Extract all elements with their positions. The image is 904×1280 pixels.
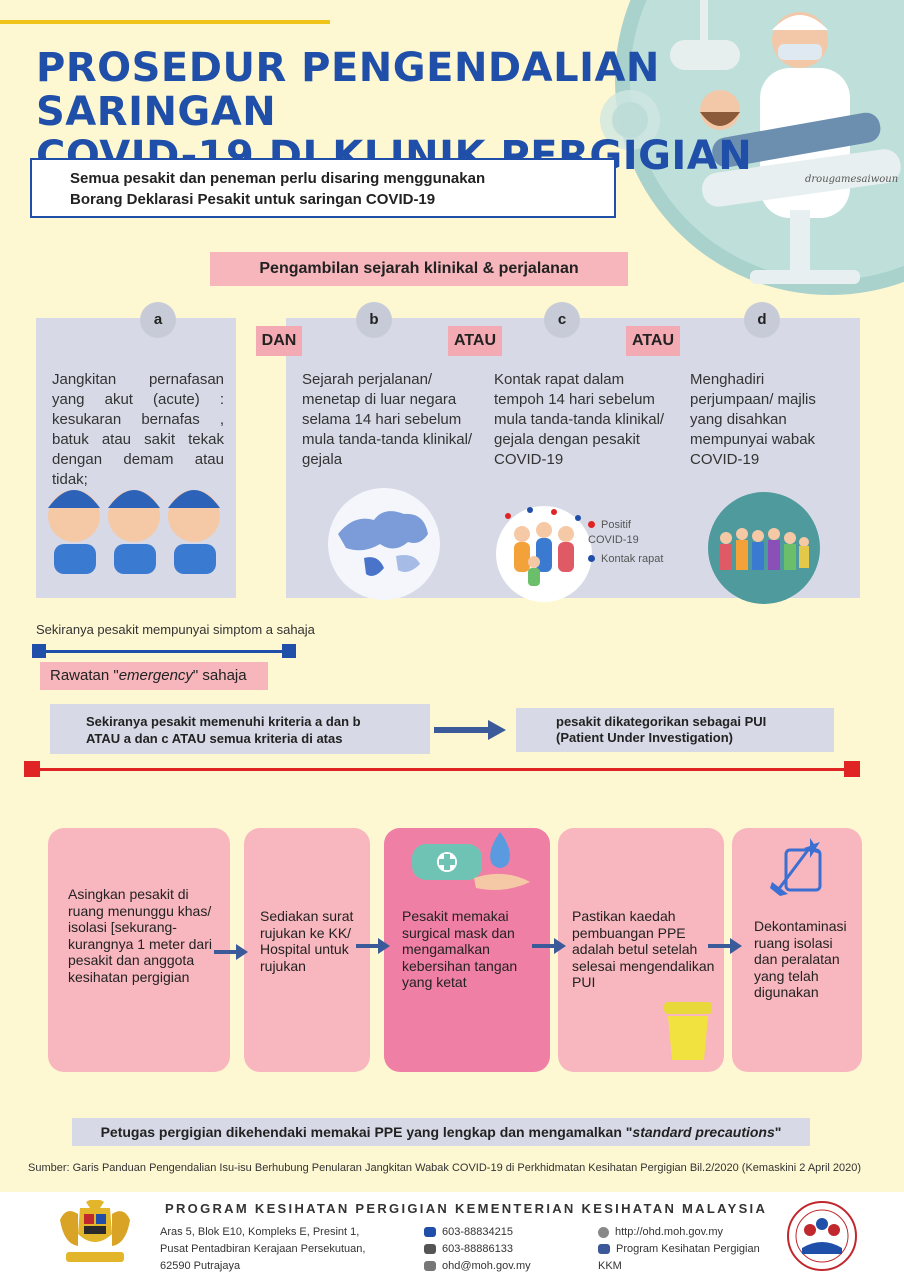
criteria-condition-box: Sekiranya pesakit memenuhi kriteria a da… <box>50 704 430 754</box>
facebook-name-line-1[interactable]: Program Kesihatan Pergigian <box>616 1243 760 1255</box>
connector-dan: DAN <box>256 326 302 356</box>
crowd-gathering-icon <box>708 492 820 604</box>
step-mask-text: Pesakit memakai surgical mask dan mengam… <box>402 908 518 990</box>
footer-email[interactable]: ohd@moh.gov.my <box>424 1258 531 1275</box>
step-referral-text: Sediakan surat rujukan ke KK/ Hospital u… <box>260 908 354 974</box>
footer <box>0 1192 904 1280</box>
history-label: Pengambilan sejarah klinikal & perjalana… <box>210 252 628 286</box>
malaysia-coat-of-arms-logo <box>60 1200 130 1262</box>
criteria-text-b: Sejarah perjalanan/ menetap di luar nega… <box>302 371 473 468</box>
step-arrow-4-icon <box>708 938 742 954</box>
pui-box: pesakit dikategorikan sebagai PUI (Patie… <box>516 708 834 752</box>
step-isolate-text: Asingkan pesakit di ruang menunggu khas/… <box>68 886 212 985</box>
intro-line-2: Borang Deklarasi Pesakit untuk saringan … <box>70 191 436 208</box>
arrow-right-icon <box>434 720 506 740</box>
legend-positive: Positif COVID-19 <box>588 518 668 548</box>
red-line-end-right <box>844 761 860 777</box>
header-accent-line <box>0 20 330 24</box>
step-referral: Sediakan surat rujukan ke KK/ Hospital u… <box>244 828 370 1072</box>
emergency-note: Rawatan "emergency" sahaja <box>40 662 268 690</box>
ppe-note: Petugas pergigian dikehendaki memakai PP… <box>72 1118 810 1146</box>
step-arrow-1-icon <box>214 944 248 960</box>
footer-address: Aras 5, Blok E10, Kompleks E, Presint 1,… <box>160 1224 365 1275</box>
criteria-card-d: Menghadiri perjumpaan/ majlis yang disah… <box>674 318 860 604</box>
mask-handwash-icon <box>412 832 530 890</box>
criteria-letter-d: d <box>744 302 780 338</box>
step-decontaminate: Dekontaminasi ruang isolasi dan peralata… <box>732 828 862 1072</box>
globe-icon <box>328 488 440 600</box>
phone-number: 603-88834215 <box>442 1226 513 1238</box>
address-line-1: Aras 5, Blok E10, Kompleks E, Presint 1, <box>160 1226 360 1238</box>
dental-clinic-illustration: drougamesaiwoun <box>600 0 904 300</box>
emergency-prefix: Rawatan " <box>50 667 119 684</box>
legend-positive-label: Positif COVID-19 <box>588 519 639 546</box>
legend-contact-label: Kontak rapat <box>601 553 664 565</box>
legend-contact: Kontak rapat <box>588 552 668 567</box>
cleaning-broom-icon <box>770 838 822 896</box>
step-ppe-disposal-text: Pastikan kaedah pembuangan PPE adalah be… <box>572 908 715 990</box>
criteria-letter-a: a <box>140 302 176 338</box>
website-url[interactable]: http://ohd.moh.gov.my <box>615 1226 724 1238</box>
sick-children-icon <box>48 490 220 574</box>
dental-program-logo <box>787 1201 857 1271</box>
pui-line-2: (Patient Under Investigation) <box>556 730 733 745</box>
step-mask: Pesakit memakai surgical mask dan mengam… <box>384 828 550 1072</box>
artist-signature: drougamesaiwoun <box>805 174 899 185</box>
address-line-2: Pusat Pentadbiran Kerajaan Persekutuan, <box>160 1243 366 1255</box>
criteria-text-c: Kontak rapat dalam tempoh 14 hari sebelu… <box>494 371 665 468</box>
ppe-note-emphasis: standard precautions <box>632 1124 775 1140</box>
step-decontaminate-text: Dekontaminasi ruang isolasi dan peralata… <box>754 918 847 1000</box>
step-isolate: Asingkan pesakit di ruang menunggu khas/… <box>48 828 230 1072</box>
ppe-note-suffix: " <box>774 1124 782 1140</box>
criteria-letter-c: c <box>544 302 580 338</box>
ppe-note-prefix: Petugas pergigian dikehendaki memakai PP… <box>100 1124 633 1140</box>
email-address[interactable]: ohd@moh.gov.my <box>442 1260 531 1272</box>
email-icon <box>424 1261 436 1272</box>
footer-facebook[interactable]: Program Kesihatan Pergigian KKM <box>598 1241 760 1275</box>
step-arrow-3-icon <box>532 938 566 954</box>
footer-phone: 603-88834215 <box>424 1224 513 1241</box>
pui-line-1: pesakit dikategorikan sebagai PUI <box>556 714 767 729</box>
trash-bin-icon <box>664 1002 712 1060</box>
symptom-note: Sekiranya pesakit mempunyai simptom a sa… <box>36 622 315 637</box>
step-ppe-disposal: Pastikan kaedah pembuangan PPE adalah be… <box>558 828 724 1072</box>
criteria-card-c: Kontak rapat dalam tempoh 14 hari sebelu… <box>478 318 678 602</box>
emergency-suffix: " sahaja <box>192 667 247 684</box>
blue-divider-line <box>38 650 290 653</box>
screening-intro-box: Semua pesakit dan peneman perlu disaring… <box>30 158 616 218</box>
source-citation: Sumber: Garis Panduan Pengendalian Isu-i… <box>28 1162 862 1174</box>
address-line-3: 62590 Putrajaya <box>160 1260 241 1272</box>
emergency-emphasis: emergency <box>118 667 193 684</box>
blue-dot-icon <box>588 555 595 562</box>
criteria-card-a: Jangkitan pernafasan yang akut (acute) :… <box>36 318 236 598</box>
intro-line-1: Semua pesakit dan peneman perlu disaring… <box>70 170 486 187</box>
connector-atau-2: ATAU <box>626 326 680 356</box>
footer-fax: 603-88886133 <box>424 1241 513 1258</box>
criteria-letter-b: b <box>356 302 392 338</box>
footer-organization: PROGRAM KESIHATAN PERGIGIAN KEMENTERIAN … <box>165 1201 768 1216</box>
globe-link-icon <box>598 1226 609 1238</box>
blue-line-end-left <box>32 644 46 658</box>
close-contact-family-icon <box>496 506 592 602</box>
red-dot-icon <box>588 521 595 528</box>
blue-line-end-right <box>282 644 296 658</box>
criteria-text-a: Jangkitan pernafasan yang akut (acute) :… <box>52 371 224 488</box>
facebook-icon <box>598 1244 610 1255</box>
fax-number: 603-88886133 <box>442 1243 513 1255</box>
criteria-condition-line-1: Sekiranya pesakit memenuhi kriteria a da… <box>86 714 361 729</box>
footer-website[interactable]: http://ohd.moh.gov.my <box>598 1224 723 1241</box>
facebook-name-line-2[interactable]: KKM <box>598 1260 622 1272</box>
phone-icon <box>424 1227 436 1238</box>
criteria-card-b: Sejarah perjalanan/ menetap di luar nega… <box>286 318 486 600</box>
fax-icon <box>424 1244 436 1255</box>
red-divider-line <box>30 768 852 771</box>
criteria-text-d: Menghadiri perjumpaan/ majlis yang disah… <box>690 371 816 468</box>
step-arrow-2-icon <box>356 938 390 954</box>
connector-atau-1: ATAU <box>448 326 502 356</box>
red-line-end-left <box>24 761 40 777</box>
criteria-condition-line-2: ATAU a dan c ATAU semua kriteria di atas <box>86 731 343 746</box>
title-line-1: PROSEDUR PENGENDALIAN SARINGAN <box>36 45 660 135</box>
